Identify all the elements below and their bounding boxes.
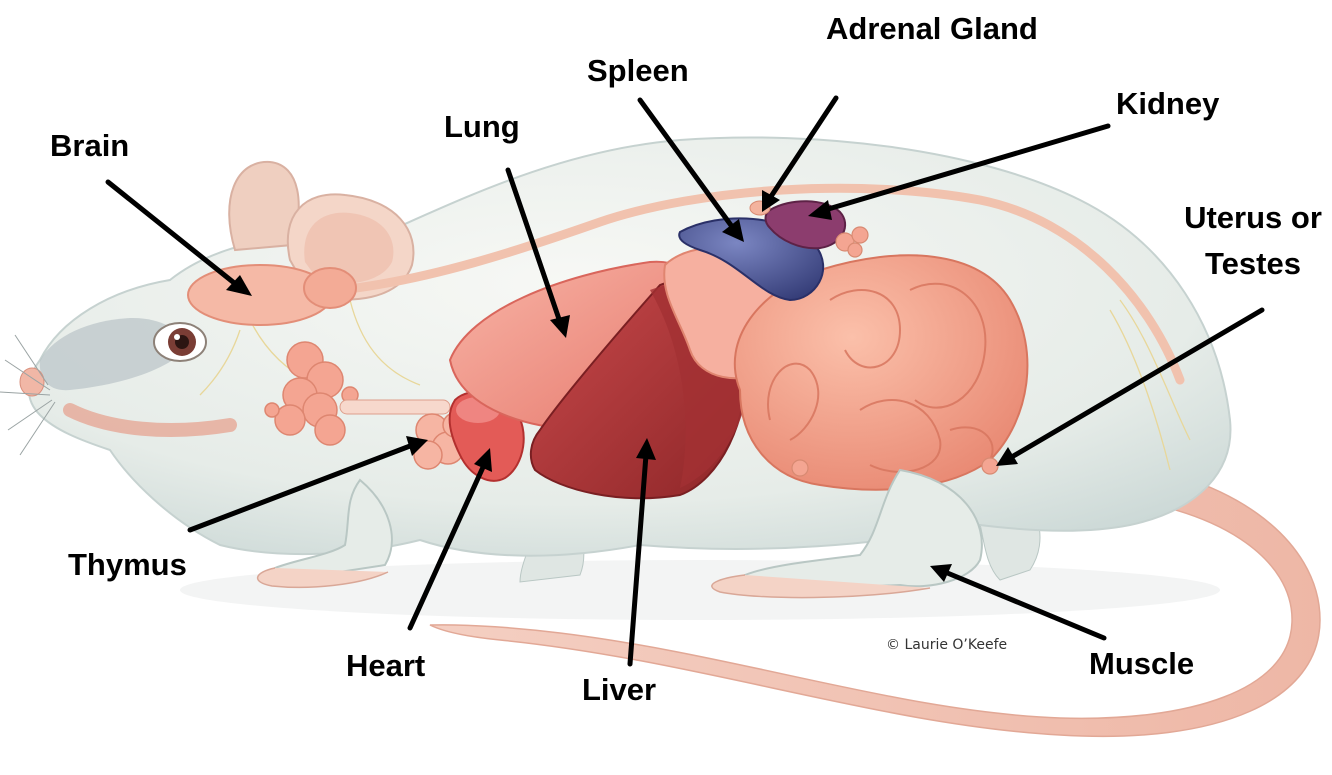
- label-adrenal-gland: Adrenal Gland: [826, 11, 1038, 47]
- copyright-credit: © Laurie O’Keefe: [886, 637, 1007, 653]
- label-liver: Liver: [582, 672, 656, 708]
- brain-cerebellum: [304, 268, 356, 308]
- trachea: [340, 400, 450, 414]
- label-brain: Brain: [50, 128, 129, 164]
- arrow-brain: [108, 182, 238, 286]
- label-lung: Lung: [444, 109, 520, 145]
- label-kidney: Kidney: [1116, 86, 1219, 122]
- label-muscle: Muscle: [1089, 646, 1194, 682]
- label-uterus-line1: Uterus or: [1178, 200, 1328, 236]
- label-uterus-line2: Testes: [1178, 246, 1328, 282]
- label-uterus-or-testes: Uterus or Testes: [1178, 200, 1328, 282]
- eye-highlight: [174, 334, 180, 340]
- label-thymus: Thymus: [68, 547, 187, 583]
- label-spleen: Spleen: [587, 53, 689, 89]
- label-heart: Heart: [346, 648, 425, 684]
